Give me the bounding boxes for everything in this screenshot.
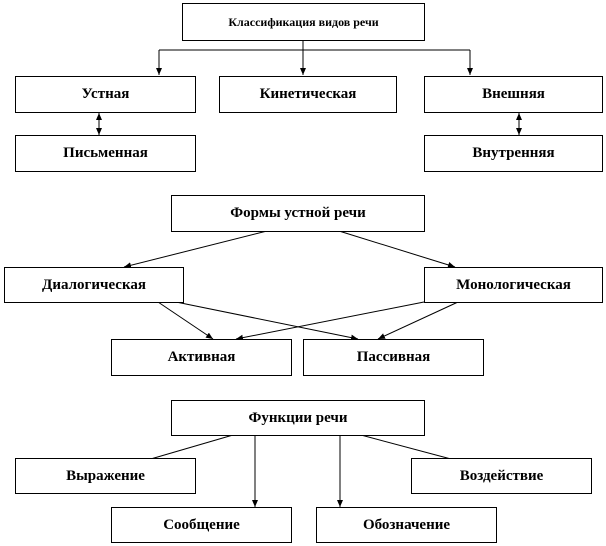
functions-title-box: Функции речи (171, 400, 425, 436)
influence-box: Воздействие (411, 458, 592, 494)
arrow (338, 230, 456, 268)
classification-title-box: Классификация видов речи (182, 3, 425, 41)
arrow (123, 230, 268, 269)
expression-box: Выражение (15, 458, 196, 494)
arrow (235, 301, 425, 341)
monologic-box: Монологическая (424, 267, 603, 303)
written-box: Письменная (15, 135, 196, 172)
dialogic-box: Диалогическая (4, 267, 184, 303)
arrow (157, 301, 214, 340)
passive-box: Пассивная (303, 339, 484, 376)
arrow (175, 301, 359, 341)
kinetic-box: Кинетическая (219, 76, 397, 113)
arrow (377, 301, 459, 340)
designation-box: Обозначение (316, 507, 497, 543)
internal-box: Внутренняя (424, 135, 603, 172)
external-box: Внешняя (424, 76, 603, 113)
active-box: Активная (111, 339, 292, 376)
oral-box: Устная (15, 76, 196, 113)
oral-forms-title-box: Формы устной речи (171, 195, 425, 232)
message-box: Сообщение (111, 507, 292, 543)
